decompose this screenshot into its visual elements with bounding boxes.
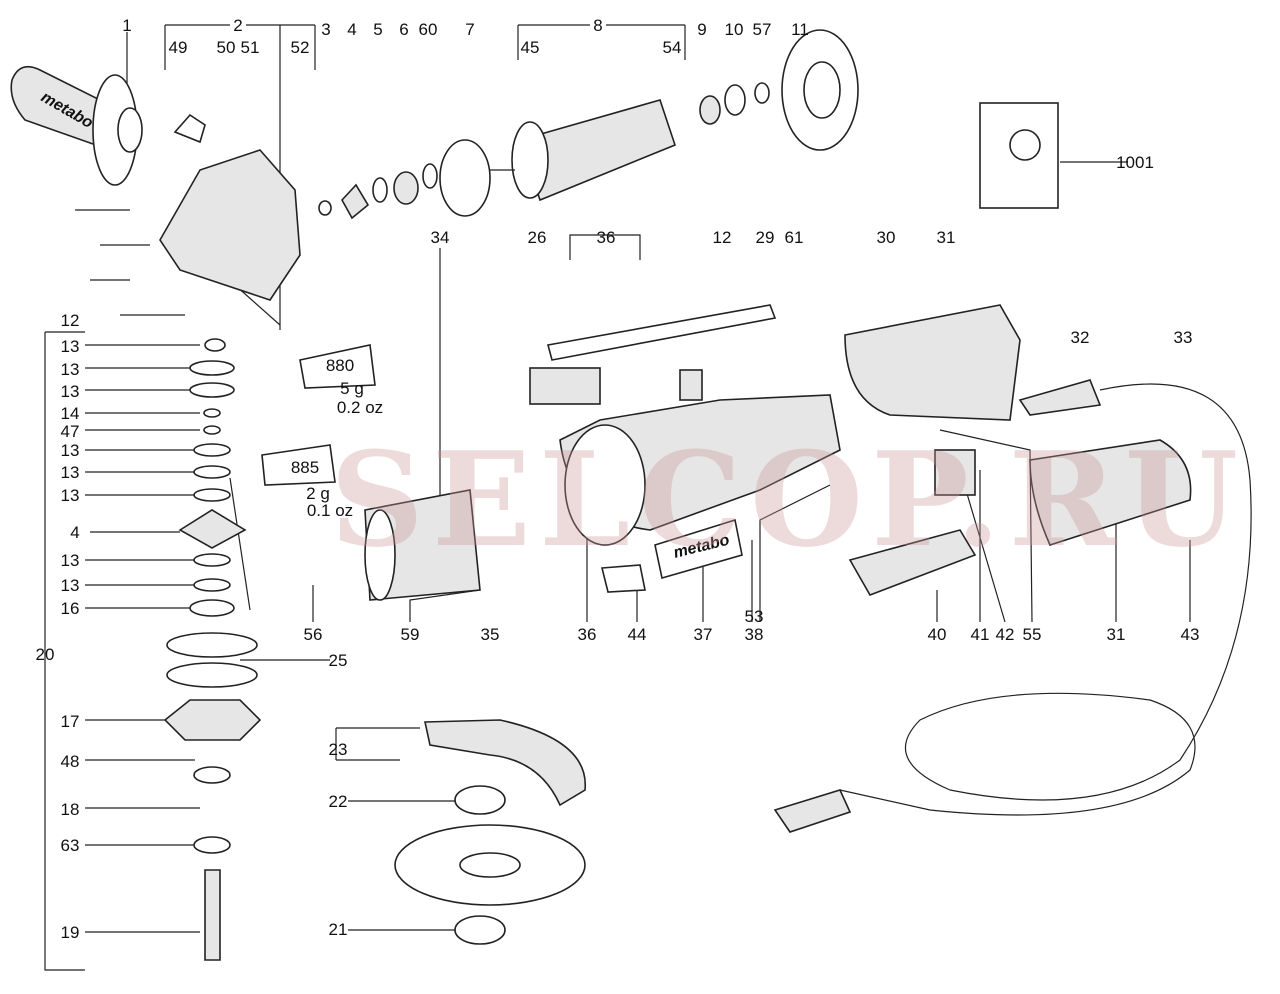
callout-label: 52 — [291, 38, 310, 57]
callout-label: 35 — [481, 625, 500, 644]
callout-label: 13 — [61, 337, 80, 356]
callout-label: 44 — [628, 625, 647, 644]
callout-label: 61 — [785, 228, 804, 247]
callout-label: 47 — [61, 422, 80, 441]
callout-label: 13 — [61, 441, 80, 460]
callout-label: 1001 — [1116, 153, 1154, 172]
motor-housing — [559, 394, 841, 546]
callout-label: 25 — [329, 651, 348, 670]
callout-label: 3 — [321, 20, 330, 39]
watermark: SELCOP.RU — [330, 423, 1246, 576]
screws-left — [75, 209, 185, 316]
callout-label: 36 — [578, 625, 597, 644]
leader-lines — [44, 24, 1191, 971]
callout-label: 36 — [597, 228, 616, 247]
callout-label: 2 — [233, 16, 242, 35]
rating-plate: metabo — [600, 518, 743, 593]
callout-label: 31 — [937, 228, 956, 247]
callout-label: 34 — [431, 228, 450, 247]
callout-label: 21 — [329, 920, 348, 939]
spindle-parts — [318, 139, 491, 220]
callout-label: 4 — [347, 20, 356, 39]
callout-label: 63 — [61, 836, 80, 855]
callout-label: 6 — [399, 20, 408, 39]
callout-label: 53 — [745, 607, 764, 626]
detail-inset-1001 — [979, 102, 1059, 209]
callout-label: 14 — [61, 404, 80, 423]
callout-label: 54 — [663, 38, 682, 57]
callout-label: 40 — [928, 625, 947, 644]
callout-label: 57 — [753, 20, 772, 39]
callout-label: 32 — [1071, 328, 1090, 347]
callout-label: 33 — [1174, 328, 1193, 347]
callout-label: 30 — [877, 228, 896, 247]
callout-label: 4 — [70, 523, 79, 542]
callout-label: 56 — [304, 625, 323, 644]
lock-button — [173, 113, 206, 144]
parts: metabo — [10, 29, 1252, 961]
callout-label: 59 — [401, 625, 420, 644]
callout-label: 12 — [61, 311, 80, 330]
svg-text:885: 885 — [291, 458, 319, 477]
svg-text:0.2 oz: 0.2 oz — [337, 398, 383, 417]
callout-label: 50 — [217, 38, 236, 57]
switch-rod — [529, 304, 777, 405]
callout-label: 13 — [61, 463, 80, 482]
grease-tube-880: 880 5 g 0.2 oz — [299, 344, 383, 417]
callout-label: 16 — [61, 599, 80, 618]
callout-label: 13 — [61, 360, 80, 379]
washers-stack — [163, 338, 262, 961]
callout-label: 13 — [61, 551, 80, 570]
callout-label: 45 — [521, 38, 540, 57]
callout-label: 43 — [1181, 625, 1200, 644]
callout-label: 10 — [725, 20, 744, 39]
callout-label: 31 — [1107, 625, 1126, 644]
callout-label: 51 — [241, 38, 260, 57]
svg-text:880: 880 — [326, 356, 354, 375]
callout-label: 49 — [169, 38, 188, 57]
grease-tube-885: 885 2 g 0.1 oz — [261, 444, 353, 520]
callout-label: 23 — [329, 740, 348, 759]
callout-label: 13 — [61, 486, 80, 505]
callout-label: 19 — [61, 923, 80, 942]
svg-text:0.1 oz: 0.1 oz — [307, 501, 353, 520]
power-cord — [773, 379, 1252, 833]
callout-label: 29 — [756, 228, 775, 247]
callout-label: 13 — [61, 576, 80, 595]
callout-label: 8 — [593, 16, 602, 35]
callout-label: 5 — [373, 20, 382, 39]
rear-cover-upper — [844, 304, 1021, 421]
svg-text:5 g: 5 g — [340, 379, 364, 398]
field-coil — [364, 489, 481, 601]
callout-label: 20 — [36, 645, 55, 664]
callout-label: 7 — [465, 20, 474, 39]
armature — [490, 29, 859, 202]
side-handle: metabo — [10, 65, 143, 186]
callout-label: 37 — [694, 625, 713, 644]
callout-label: 1 — [122, 16, 131, 35]
callout-label: 18 — [61, 800, 80, 819]
svg-text:2 g: 2 g — [306, 484, 330, 503]
callout-label: 17 — [61, 712, 80, 731]
callout-label: 22 — [329, 792, 348, 811]
callout-label: 41 — [971, 625, 990, 644]
callout-label: 11 — [791, 20, 809, 39]
callout-label: 12 — [713, 228, 732, 247]
callout-label: 13 — [61, 382, 80, 401]
capacitor-switch — [848, 449, 977, 596]
wheel-guard — [394, 719, 586, 945]
callout-label: 26 — [528, 228, 547, 247]
callout-label: 9 — [697, 20, 706, 39]
callout-label: 42 — [996, 625, 1015, 644]
callout-label: 55 — [1023, 625, 1042, 644]
rear-cover-lower — [1029, 439, 1192, 546]
gear-head-cover — [159, 149, 301, 301]
callout-label: 60 — [419, 20, 438, 39]
callout-label: 38 — [745, 625, 764, 644]
callout-label: 48 — [61, 752, 80, 771]
